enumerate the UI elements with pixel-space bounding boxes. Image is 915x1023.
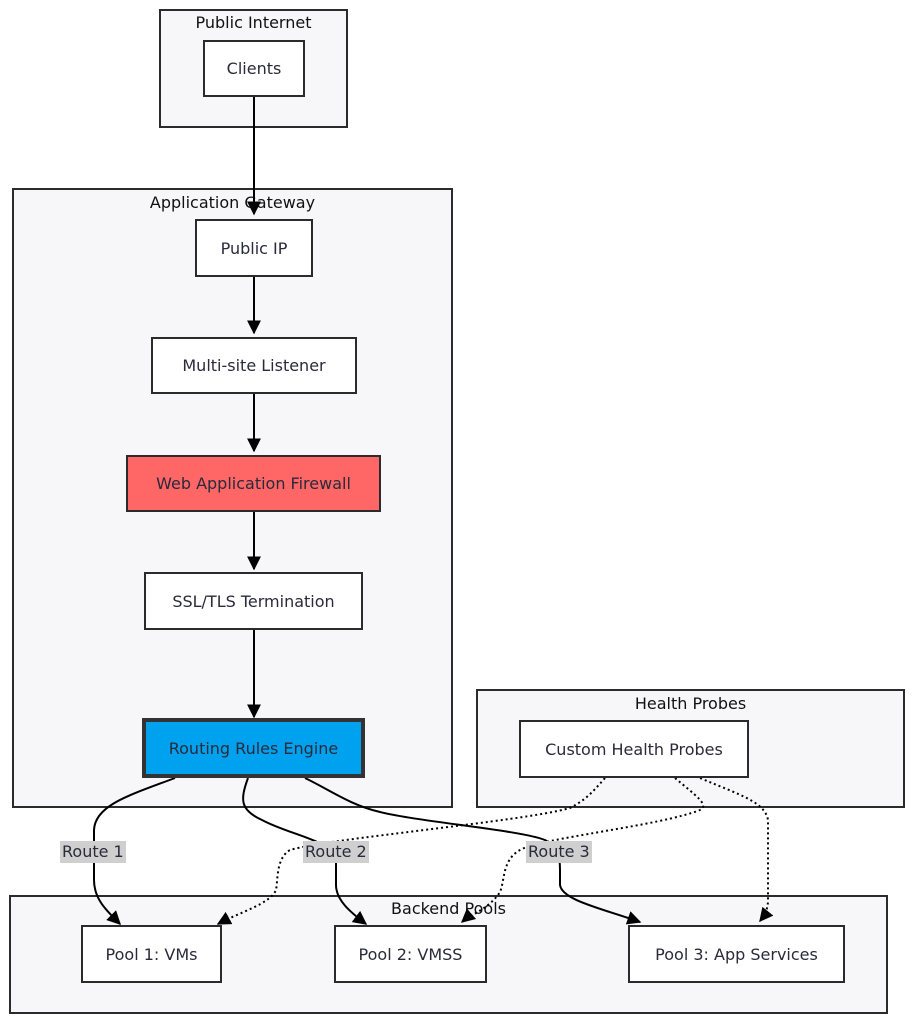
- public-internet-title: Public Internet: [195, 13, 312, 32]
- edge-route-2: [242, 777, 368, 925]
- route-2-label: Route 2: [303, 841, 369, 863]
- pool-2-vmss-node: Pool 2: VMSS: [334, 925, 487, 983]
- waf-node: Web Application Firewall: [126, 455, 381, 512]
- custom-health-probes-node: Custom Health Probes: [519, 720, 749, 778]
- route-1-label: Route 1: [60, 841, 126, 863]
- route-3-label: Route 3: [526, 841, 592, 863]
- multi-site-listener-node: Multi-site Listener: [151, 337, 357, 394]
- routing-rules-engine-node: Routing Rules Engine: [142, 718, 365, 778]
- health-probes-title: Health Probes: [634, 694, 747, 713]
- pool-1-vms-node: Pool 1: VMs: [81, 925, 222, 983]
- ssl-tls-termination-node: SSL/TLS Termination: [144, 572, 363, 630]
- edge-route-3: [304, 777, 642, 925]
- backend-pools-title: Backend Pools: [391, 899, 506, 918]
- clients-node: Clients: [203, 40, 305, 97]
- edge-probe-to-pool-3: [699, 777, 774, 923]
- application-gateway-title: Application Gateway: [149, 193, 316, 212]
- edge-probe-to-pool-2: [460, 777, 705, 923]
- pool-3-app-services-node: Pool 3: App Services: [628, 925, 845, 983]
- edge-route-1: [93, 777, 176, 925]
- public-ip-node: Public IP: [195, 219, 313, 277]
